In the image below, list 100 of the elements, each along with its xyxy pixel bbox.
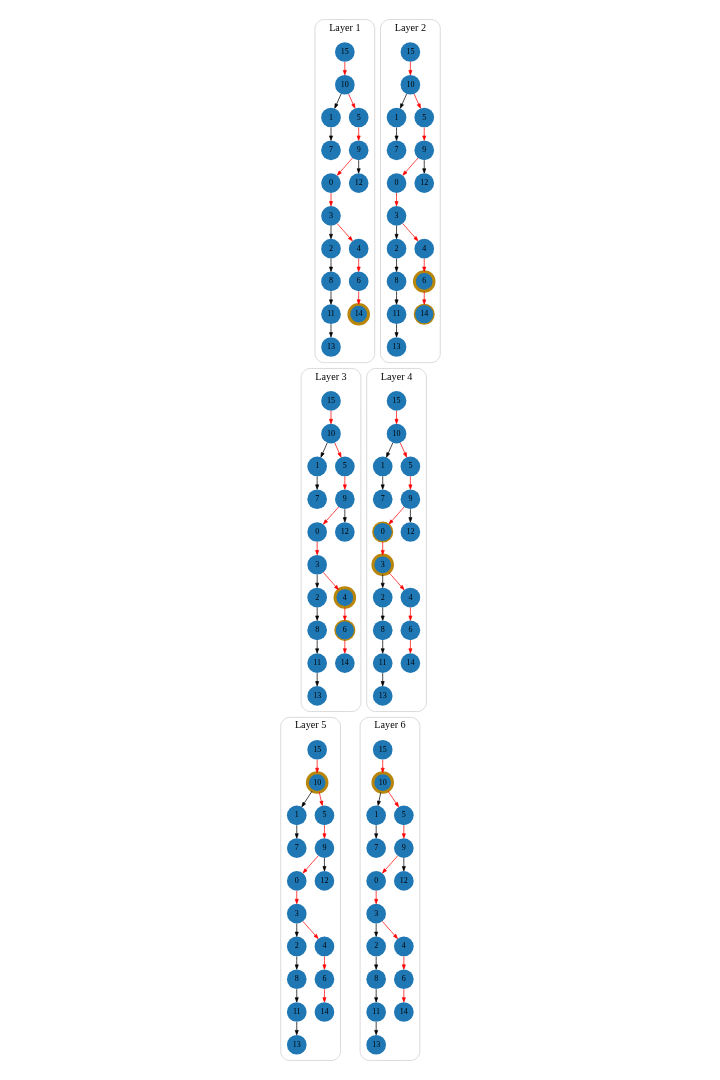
node-circle: 3 [306,554,327,575]
arrow [314,672,319,687]
node-circle: 10 [400,74,420,95]
node-circle: 6 [393,969,414,990]
arrow [328,410,333,424]
node-circle: 7 [306,489,327,510]
arrow [380,639,385,654]
node-circle: 4 [393,936,414,957]
arrow [322,506,339,525]
arrow [342,508,347,523]
arrow [314,639,319,654]
arrow [373,988,378,1003]
arrow [421,258,426,272]
node-circle: 15 [372,739,393,760]
arrow [328,225,333,239]
node-circle: 11 [365,1002,386,1022]
arrow [314,574,319,588]
arrow [336,223,353,242]
arrow [342,607,347,621]
arrow [318,791,323,806]
arrow [294,988,299,1003]
arrow [381,920,398,939]
arrow [394,258,398,272]
arrow [320,442,328,458]
node-circle: 6 [314,969,334,990]
node-circle: 5 [334,456,355,477]
node-circle: 11 [286,1002,307,1022]
node-circle: 7 [372,489,393,510]
node-circle: 12 [348,173,368,193]
arrow [380,574,385,588]
node-circle: 12 [400,522,420,542]
node-circle: 7 [320,140,341,161]
arrow [373,923,378,937]
arrow [333,442,341,458]
node-circle: 10 [305,771,328,794]
arrow [322,824,326,839]
node-circle: 12 [413,173,434,193]
arrow [408,476,412,490]
node-circle: 6 [333,619,355,641]
arrow [380,541,385,556]
node-circle: 9 [314,838,334,858]
node-circle: 11 [372,653,393,673]
node-circle: 8 [306,620,327,641]
arrow [401,824,406,839]
arrow [421,127,426,141]
node-circle: 7 [386,140,406,161]
node-circle: 11 [306,653,327,673]
node-circle: 10 [334,74,355,95]
arrow [394,410,398,424]
arrow [408,61,412,76]
node-circle: 8 [372,620,393,641]
node-circle: 1 [286,805,307,826]
arrow [314,541,319,556]
arrow [380,672,385,687]
arrow [328,127,333,141]
node-circle: 5 [314,805,334,826]
node-circle: 5 [348,107,368,128]
node-circle: 14 [334,653,355,673]
node-circle: 1 [386,107,406,128]
node-circle: 14 [400,653,420,673]
node-circle: 3 [365,903,386,924]
arrow [314,476,319,490]
node-circle: 12 [334,522,355,542]
node-circle: 6 [348,271,368,292]
arrow [408,607,412,621]
arrow [356,159,361,174]
arrow [385,442,393,458]
node-circle: 0 [306,522,327,542]
arrow [376,792,381,806]
node-circle: 12 [314,871,334,891]
node-circle: 7 [365,838,386,858]
node-circle: 9 [400,489,420,510]
arrow [342,61,347,76]
node-circle: 13 [386,337,406,357]
node-circle: 5 [393,805,414,826]
node-circle: 1 [372,456,393,477]
node-circle: 1 [306,456,327,477]
arrow [401,956,406,970]
node-circle: 9 [393,838,414,858]
arrow [373,890,378,905]
arrow [347,93,355,109]
node-circle: 8 [286,969,307,990]
arrow [373,824,378,839]
node-circle: 3 [320,206,341,226]
arrow [381,855,398,874]
arrow [302,920,318,939]
arrow [302,855,319,874]
arrow [413,93,421,109]
node-circle: 3 [370,553,394,577]
node-circle: 9 [334,489,355,510]
arrow [314,759,319,773]
arrow [380,476,385,490]
arrow [314,607,319,621]
arrow [322,988,326,1003]
arrow [402,157,418,176]
node-circle: 12 [393,871,414,891]
arrow [394,323,398,338]
node-circle: 2 [365,936,386,957]
arrow [421,291,426,305]
node-circle: 13 [306,686,327,706]
